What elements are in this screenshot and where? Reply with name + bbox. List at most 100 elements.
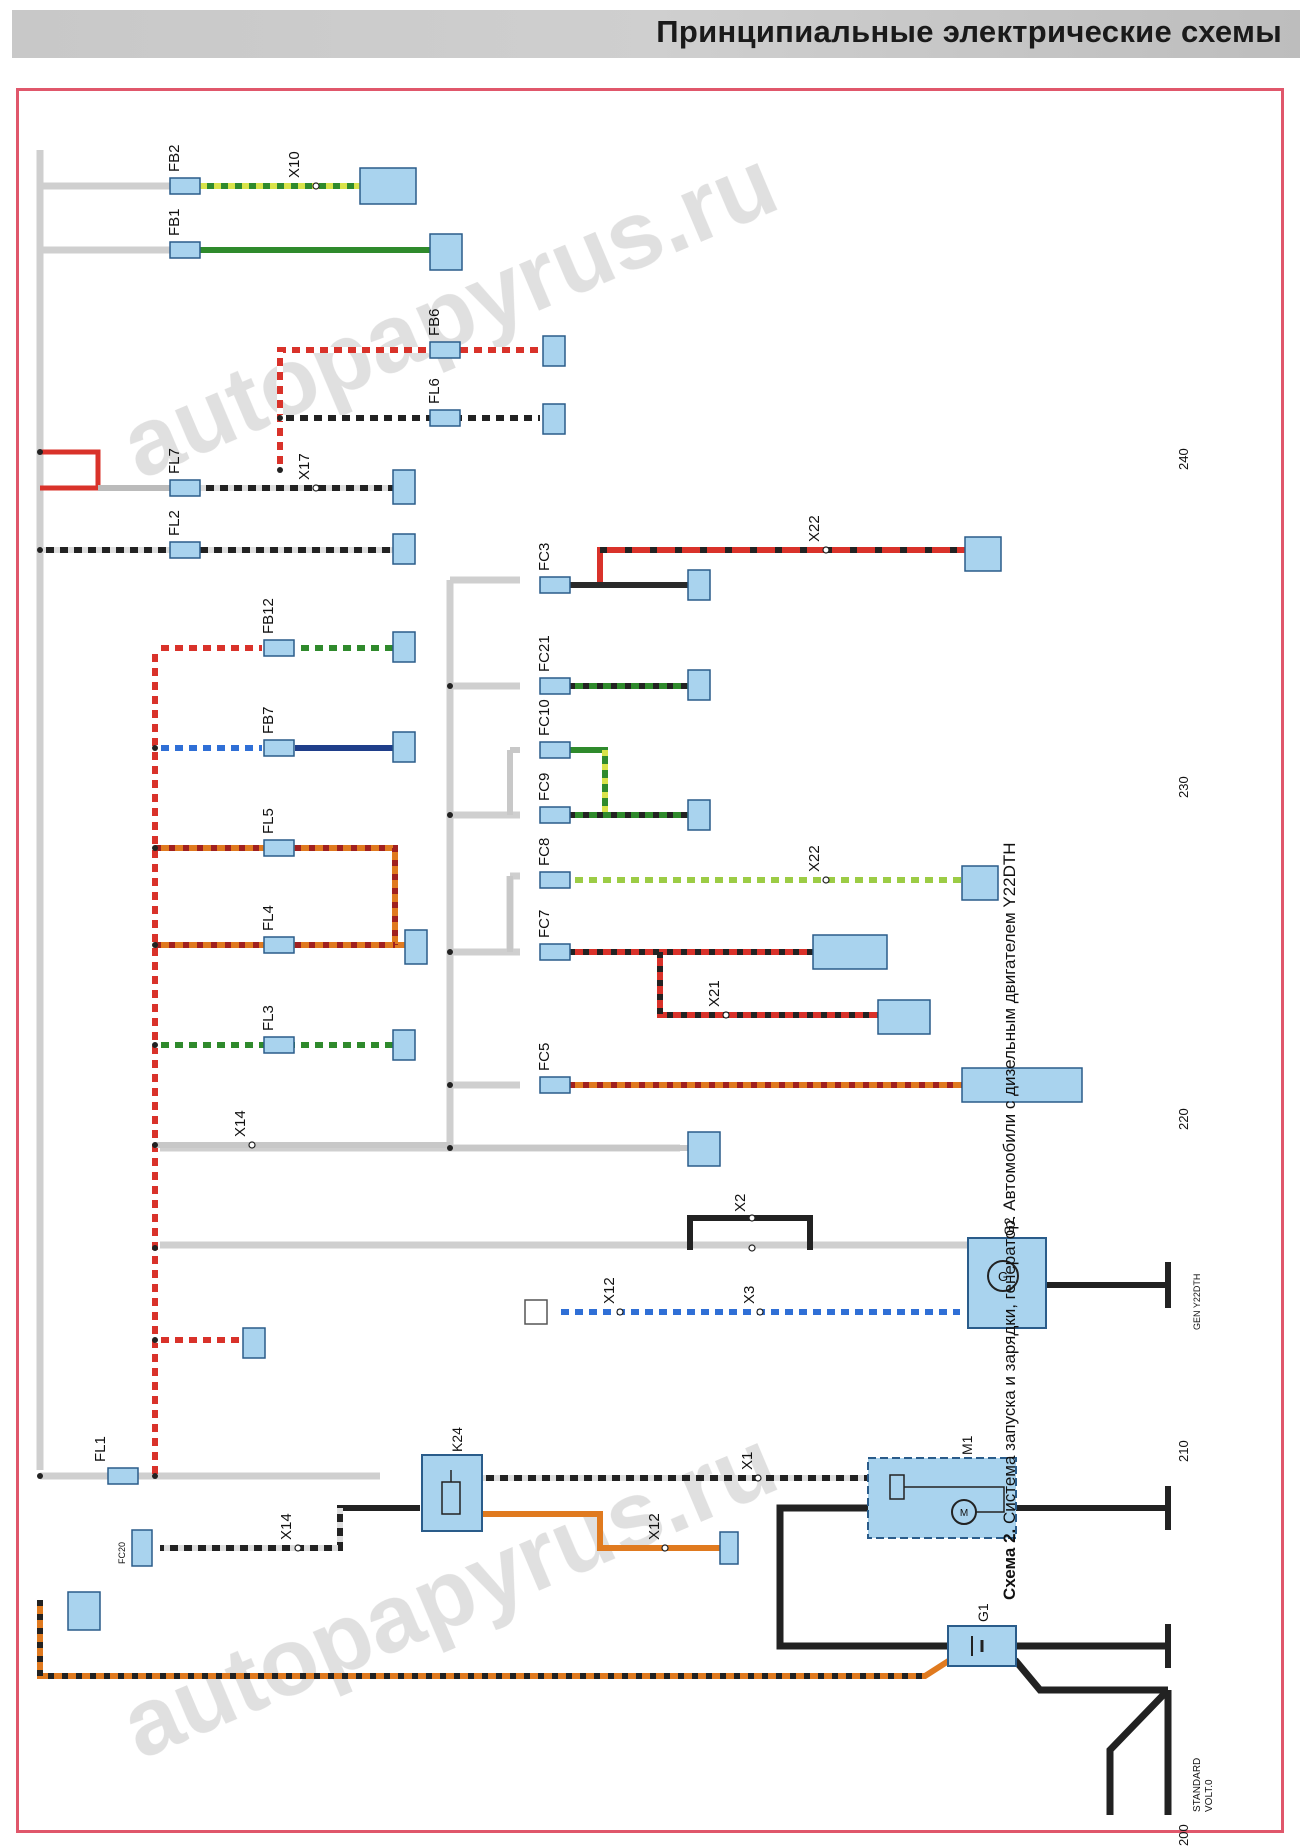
module-fuse-end (242, 1327, 266, 1359)
svg-text:STANDARD: STANDARD (1192, 1758, 1203, 1812)
svg-text:FC10: FC10 (536, 699, 553, 736)
svg-text:FC21: FC21 (536, 635, 553, 672)
page-frame (16, 88, 1284, 1833)
fuse-FB2 (169, 177, 201, 195)
svg-text:200: 200 (1176, 1824, 1191, 1846)
svg-text:FL6: FL6 (426, 378, 443, 404)
starter-M1: M M1 (867, 1435, 1017, 1539)
fuse-FC8 (539, 871, 571, 889)
connector-pins (248, 182, 830, 1552)
svg-text:FB2: FB2 (166, 144, 183, 172)
module-fb12-end (392, 631, 416, 663)
svg-text:FL4: FL4 (260, 905, 277, 931)
svg-text:X14: X14 (232, 1110, 249, 1137)
module-x-end (687, 1131, 721, 1167)
module-x21-end (877, 999, 931, 1035)
svg-text:FC7: FC7 (536, 910, 553, 938)
fuse-blocks (107, 177, 571, 1567)
module-fl6-end (542, 403, 566, 435)
module-fb2-end (359, 167, 417, 205)
svg-text:240: 240 (1176, 448, 1191, 470)
svg-text:230: 230 (1176, 776, 1191, 798)
svg-text:M: M (960, 1508, 968, 1519)
fuse-FL5 (263, 839, 295, 857)
svg-text:X12: X12 (646, 1513, 663, 1540)
module-fb7-end (392, 731, 416, 763)
rail-numbers: 240 230 220 210 200 STANDARD VOLT.0 GEN … (1176, 448, 1215, 1846)
fuse-FC7 (539, 943, 571, 961)
module-x12-start (524, 1299, 548, 1325)
svg-text:VOLT.0: VOLT.0 (1204, 1779, 1215, 1812)
fuse-FB7 (263, 739, 295, 757)
svg-text:FL2: FL2 (166, 510, 183, 536)
svg-text:FL5: FL5 (260, 808, 277, 834)
module-x12-end (719, 1531, 739, 1565)
module-fc5-end (961, 1067, 1083, 1103)
svg-text:FB7: FB7 (260, 706, 277, 734)
svg-text:FL3: FL3 (260, 1005, 277, 1031)
battery-G1: G1 (947, 1603, 1017, 1667)
label-K24: K24 (449, 1427, 465, 1452)
module-fc9-end (687, 799, 711, 831)
module-blocks (67, 167, 1083, 1631)
module-fl7-end (392, 469, 416, 505)
svg-text:FB12: FB12 (260, 598, 277, 634)
svg-text:X12: X12 (601, 1277, 618, 1304)
svg-text:FC3: FC3 (536, 543, 553, 571)
module-fc8-end (961, 865, 999, 901)
module-fl2-end (392, 533, 416, 565)
fuse-FL2 (169, 541, 201, 559)
module-fb6-end (542, 335, 566, 367)
svg-text:X22: X22 (806, 845, 823, 872)
relay-K24: K24 (421, 1427, 483, 1532)
svg-text:GEN Y22DTH: GEN Y22DTH (1192, 1274, 1202, 1330)
connector-labels: X10 X17 X22 X22 X21 X14 X14 X2 X12 X3 X1… (232, 151, 823, 1540)
fuse-labels: FB2 FB1 FB6 FL6 FL7 FL2 FB12 FB7 FL5 FL4… (92, 144, 553, 1564)
fuse-FB12 (263, 639, 295, 657)
svg-text:X1: X1 (739, 1452, 756, 1470)
module-fc3b-end (687, 569, 711, 601)
fuse-FC5 (539, 1076, 571, 1094)
diagram-caption: Схема 2. Система запуска и зарядки, гене… (1000, 100, 1030, 1600)
svg-text:FC8: FC8 (536, 838, 553, 866)
label-G1: G1 (975, 1603, 991, 1622)
svg-text:X22: X22 (806, 515, 823, 542)
svg-text:FB1: FB1 (166, 208, 183, 236)
fuse-FL3 (263, 1036, 295, 1054)
fuse-FC20 (131, 1529, 153, 1567)
fuse-FL1 (107, 1467, 139, 1485)
svg-text:FB6: FB6 (426, 308, 443, 336)
fuse-FL7 (169, 479, 201, 497)
svg-text:X2: X2 (732, 1194, 749, 1212)
fuse-FL6 (429, 409, 461, 427)
module-fb1-end (429, 233, 463, 271)
svg-text:210: 210 (1176, 1440, 1191, 1462)
fuse-FC3 (539, 576, 571, 594)
fuse-FC10 (539, 741, 571, 759)
module-fc21-end (687, 669, 711, 701)
svg-text:X10: X10 (286, 151, 303, 178)
label-G2: G2 (1001, 1217, 1017, 1236)
svg-text:G: G (998, 1269, 1008, 1284)
svg-text:FC20: FC20 (117, 1542, 127, 1564)
svg-text:FC5: FC5 (536, 1043, 553, 1071)
fuse-FB6 (429, 341, 461, 359)
caption-text: Система запуска и зарядки, генератор. Ав… (1000, 842, 1019, 1525)
svg-text:X21: X21 (706, 980, 723, 1007)
svg-text:FL7: FL7 (166, 448, 183, 474)
generator-G2: G G2 (967, 1217, 1047, 1329)
module-fc7-end (812, 934, 888, 970)
fuse-FL4 (263, 936, 295, 954)
junction-dots (37, 415, 453, 1479)
fuse-FC21 (539, 677, 571, 695)
svg-text:220: 220 (1176, 1108, 1191, 1130)
module-fl4-end (404, 929, 428, 965)
svg-text:X17: X17 (296, 453, 313, 480)
svg-text:X3: X3 (741, 1286, 758, 1304)
page-header: Принципиальные электрические схемы (12, 10, 1300, 58)
label-M1: M1 (959, 1435, 975, 1455)
fuse-FB1 (169, 241, 201, 259)
caption-label: Схема 2. (1000, 1528, 1019, 1600)
svg-text:X14: X14 (278, 1513, 295, 1540)
